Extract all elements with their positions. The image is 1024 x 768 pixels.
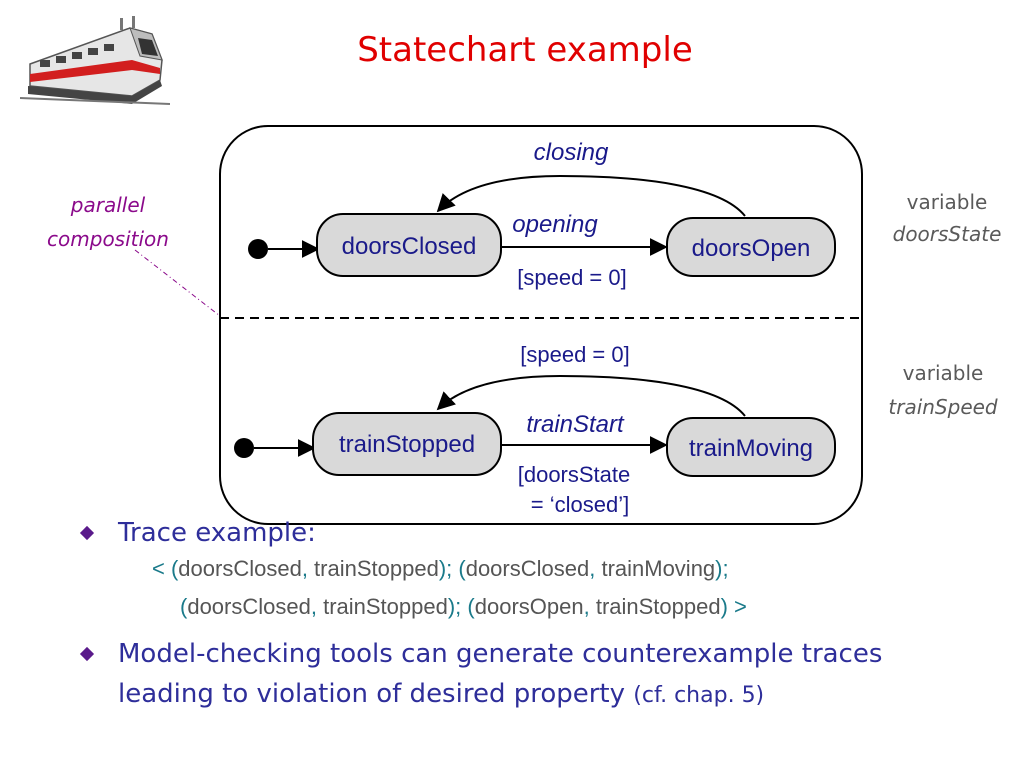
trace-segment: trainStopped [595,594,721,619]
chapter-reference: (cf. chap. 5) [633,683,765,708]
event-train-start: trainStart [526,411,625,438]
bullet-trace: Trace example: < (doorsClosed, trainStop… [79,516,1020,626]
guard-opening: [speed = 0] [517,265,626,290]
transition-train-stop [436,374,746,417]
speed-variable-name: trainSpeed [888,395,998,419]
event-closing: closing [534,139,609,166]
guard-speed-zero: [speed = 0] [520,342,629,367]
state-train-moving-label: trainMoving [689,435,813,462]
trace-segment: doorsClosed [465,556,590,581]
speed-variable-word: variable [902,361,984,385]
trace-segment: ); ( [447,594,475,619]
state-doors-open-label: doorsOpen [692,235,811,262]
state-doors-closed-label: doorsClosed [342,233,477,260]
guard-doors-state-line1: [doorsState [518,462,631,487]
trace-segment: trainStopped [323,594,448,619]
guard-doors-state-line2: = ‘closed’] [531,492,629,517]
initial-dot-speed [234,438,254,458]
trace-segment: , [301,556,315,581]
parallel-container [219,125,863,525]
slide-title: Statechart example [357,30,693,70]
doors-variable-note: variable doorsState [872,186,1022,250]
doors-variable-word: variable [906,190,988,214]
event-opening: opening [512,211,598,238]
trace-segment: ); [715,556,729,581]
train-icon [20,16,170,105]
trace-segment: doorsClosed [178,556,302,581]
trace-heading: Trace example: [118,518,316,548]
doors-variable-name: doorsState [892,222,1002,246]
trace-segment: doorsClosed [187,594,311,619]
trace-line-1: < (doorsClosed, trainStopped); (doorsClo… [118,550,1020,588]
trace-segment: , [310,594,324,619]
bullet-model-checking: Model-checking tools can generate counte… [79,634,1020,716]
parallel-note-line2: composition [47,227,169,251]
trace-segment: ( [180,594,188,619]
diamond-bullet-icon [79,525,95,541]
trace-segment: , [589,556,602,581]
trace-segment: trainMoving [601,556,716,581]
annotation-pointer [134,249,221,317]
mc-line-2-text: leading to violation of desired property [118,679,626,709]
parallel-composition-note: parallel composition [28,188,188,256]
diamond-bullet-icon [79,646,95,662]
state-doors-closed [316,213,502,277]
transition-closing [436,174,746,217]
trace-segment: trainStopped [314,556,439,581]
mc-line-1: Model-checking tools can generate counte… [118,639,883,669]
mc-line-2: leading to violation of desired property… [118,674,1020,716]
trace-segment: , [583,594,596,619]
trace-segment: ); ( [438,556,466,581]
trace-segment: doorsOpen [474,594,584,619]
trace-segment: ) > [720,594,747,619]
state-train-stopped-label: trainStopped [339,431,475,458]
trace-line-2: (doorsClosed, trainStopped); (doorsOpen,… [118,588,1020,626]
trace-segment: < ( [152,556,179,581]
parallel-note-line1: parallel [70,193,146,217]
bullet-list: Trace example: < (doorsClosed, trainStop… [79,516,1020,716]
speed-variable-note: variable trainSpeed [868,356,1018,424]
initial-dot-doors [248,239,268,259]
